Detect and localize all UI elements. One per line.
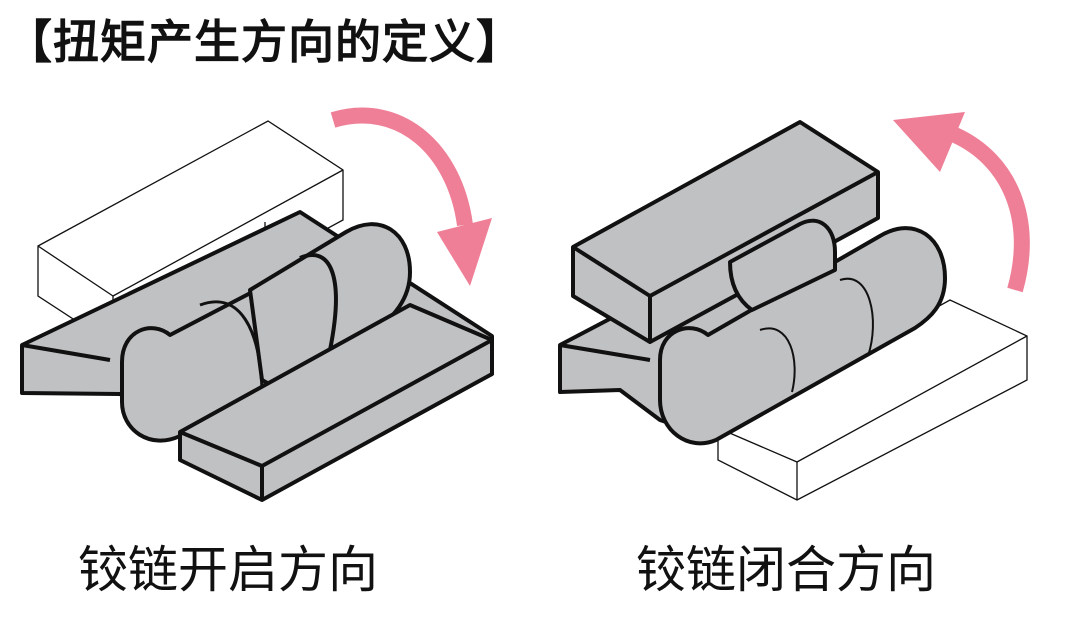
base-leaf-front: [178, 303, 494, 502]
hinge-close-figure: [558, 112, 1030, 501]
diagram-title: 【扭矩产生方向的定义】: [6, 15, 523, 69]
upper-leaf: [571, 120, 880, 344]
hinge-open-figure: [20, 107, 494, 502]
caption-hinge-close: 铰链闭合方向: [636, 541, 936, 599]
curved-arrow-up-icon: [893, 112, 1030, 293]
knuckle-middle: [728, 218, 837, 312]
curved-arrow-down-icon: [330, 107, 492, 286]
knuckle-cylinder: [658, 226, 947, 446]
caption-hinge-open: 铰链开启方向: [78, 541, 378, 599]
ghost-leaf-open: [37, 120, 344, 346]
